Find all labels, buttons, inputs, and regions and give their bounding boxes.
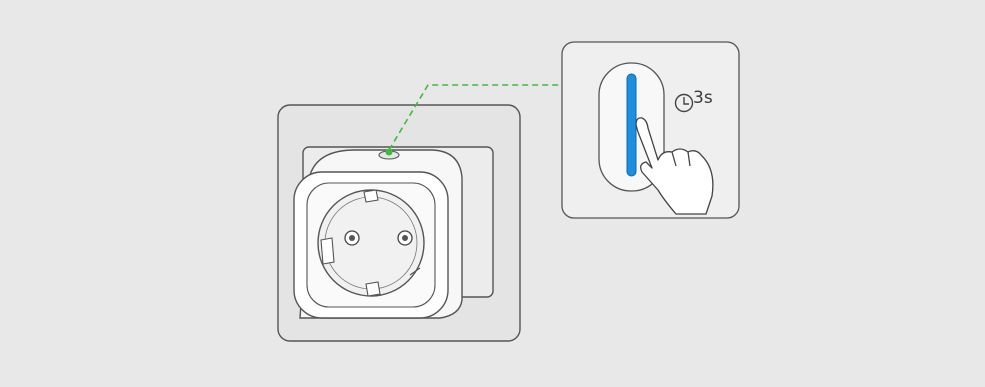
leader-line [388,84,560,151]
hold-duration-label: 3s [693,88,713,108]
smart-plug [293,149,463,319]
led-strip [626,73,637,177]
indicator-dot [385,148,393,156]
clock-icon [674,93,694,113]
callout-box [561,41,740,219]
hand-pointer-icon [635,117,714,215]
